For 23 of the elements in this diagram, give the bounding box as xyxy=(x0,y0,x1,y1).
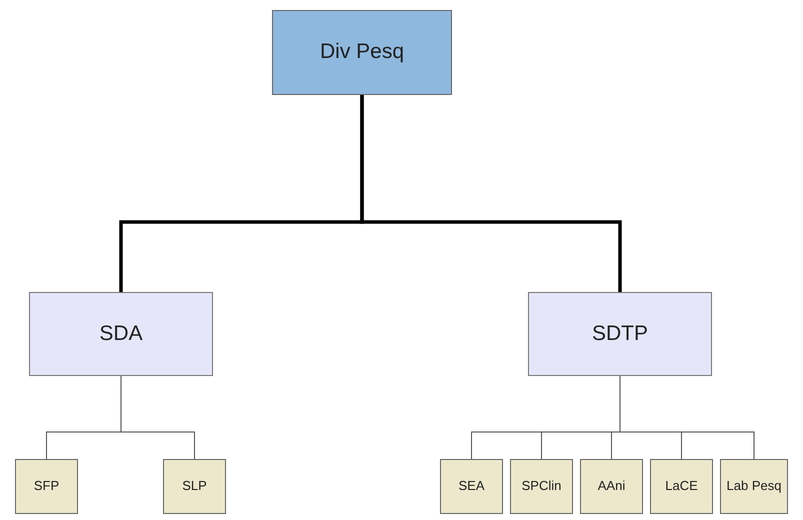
box-label: Div Pesq xyxy=(320,39,404,66)
org-box xyxy=(272,10,452,95)
org-box xyxy=(650,459,713,514)
box-label: Lab Pesq xyxy=(726,478,782,495)
org-box xyxy=(528,292,712,376)
org-box xyxy=(29,292,213,376)
box-label: SDTP xyxy=(592,320,648,347)
org-box xyxy=(440,459,503,514)
org-box xyxy=(580,459,643,514)
box-label: SEA xyxy=(458,478,484,495)
box-label: SFP xyxy=(34,478,60,495)
org-box xyxy=(510,459,573,514)
box-label: SPClin xyxy=(522,478,562,495)
box-label: AAni xyxy=(598,478,626,495)
box-label: LaCE xyxy=(665,478,698,495)
connector-line xyxy=(360,95,622,292)
org-box xyxy=(163,459,226,514)
org-box xyxy=(720,459,788,514)
org-box xyxy=(15,459,78,514)
connector-line xyxy=(120,376,195,460)
connector-line xyxy=(620,376,754,460)
box-label: SDA xyxy=(99,320,143,347)
box-label: SLP xyxy=(182,478,207,495)
